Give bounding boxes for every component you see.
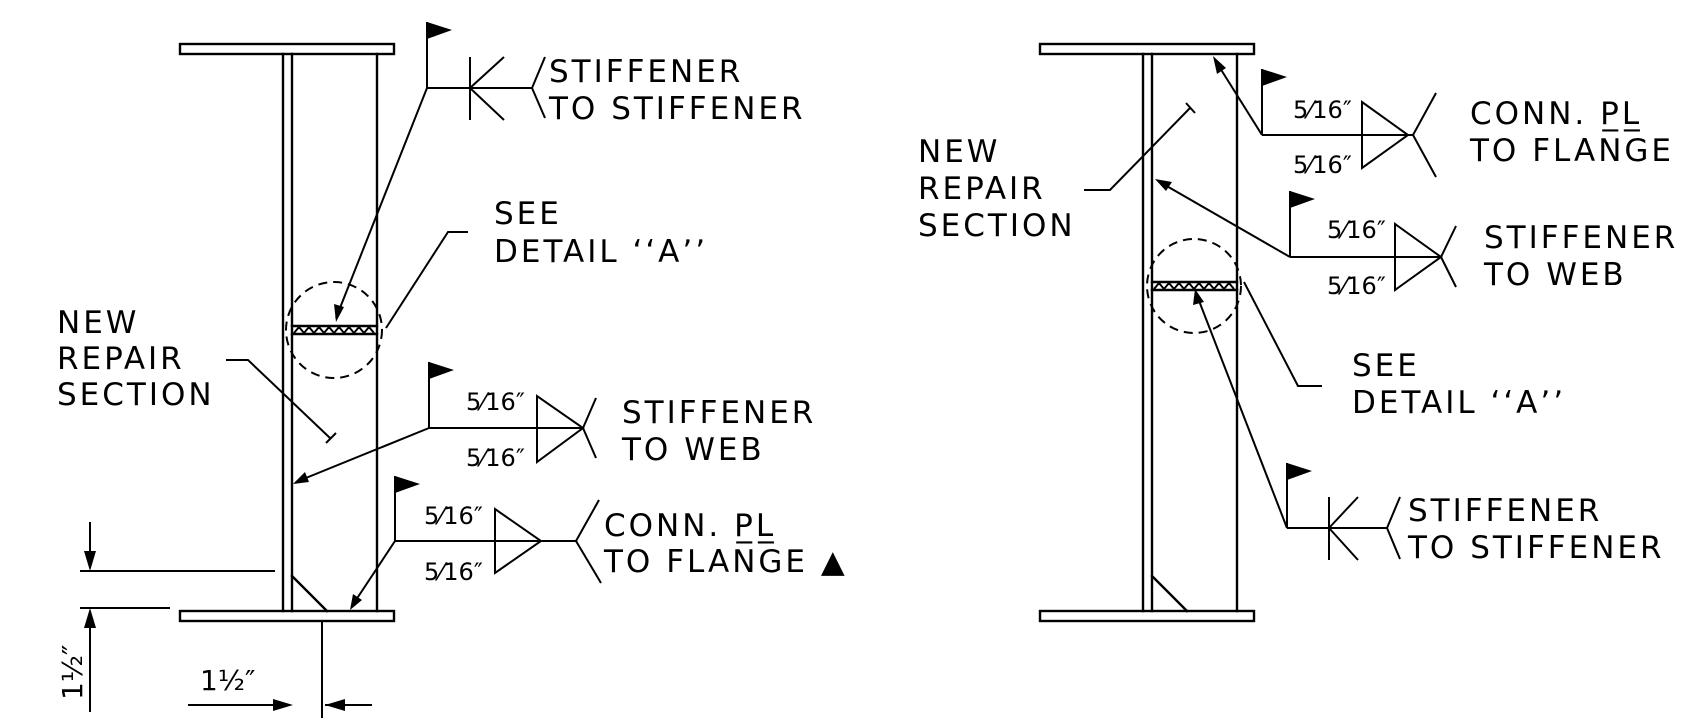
right-repair-weld-band <box>1150 280 1239 292</box>
left-stiffener-to-web-symbol <box>293 362 597 484</box>
left-stiffener-to-stiffener-symbol <box>334 22 546 322</box>
left-web-weld-size-top: 5⁄16″ <box>466 388 525 416</box>
left-see-detail-leader <box>385 231 468 329</box>
right-new-repair-line2: REPAIR <box>918 171 1046 207</box>
left-bottom-flange <box>178 609 396 623</box>
left-vertical-dimension-text: 1½″ <box>56 645 89 700</box>
right-conn-pl-line1: CONN. P̲L̲ <box>1470 96 1642 132</box>
left-conn-pl-line2: TO FLANGE ▲ <box>603 544 848 580</box>
left-corner-clip <box>290 574 329 613</box>
left-new-repair-leader <box>226 359 331 439</box>
right-stiffener-to-web-line2: TO WEB <box>1483 257 1627 293</box>
right-new-repair-line1: NEW <box>918 134 1000 170</box>
left-detail: STIFFENER TO STIFFENER SEE DETAIL ‘‘A’’ … <box>56 22 848 718</box>
right-new-repair-leader <box>1084 107 1191 191</box>
right-stiffener-to-web-line1: STIFFENER <box>1484 220 1678 256</box>
left-repair-weld-band <box>290 324 379 336</box>
right-top-flange <box>1038 42 1256 56</box>
left-conn-pl-to-flange-symbol <box>350 476 602 610</box>
left-new-repair-line3: SECTION <box>57 377 215 413</box>
left-web-weld-size-bottom: 5⁄16″ <box>466 444 525 472</box>
left-stiffener-to-stiffener-line1: STIFFENER <box>549 54 743 90</box>
left-top-flange <box>178 42 396 56</box>
left-new-repair-line2: REPAIR <box>57 341 185 377</box>
left-new-repair-line1: NEW <box>57 305 139 341</box>
right-see-detail-line1: SEE <box>1352 348 1420 384</box>
right-stiffener-to-stiffener-symbol <box>1193 289 1401 561</box>
right-new-repair-line3: SECTION <box>918 208 1076 244</box>
right-corner-clip <box>1150 574 1189 613</box>
left-flange-weld-size-top: 5⁄16″ <box>424 502 483 530</box>
right-conn-pl-line2: TO FLANGE <box>1469 133 1674 169</box>
right-see-detail-leader <box>1243 281 1322 387</box>
left-flange-weld-size-bottom: 5⁄16″ <box>424 558 483 586</box>
right-flange-weld-size-top: 5⁄16″ <box>1293 96 1352 124</box>
right-detail: NEW REPAIR SECTION 5⁄16″ 5⁄16″ CONN. P̲L… <box>918 42 1678 623</box>
right-stiffener-to-web-symbol <box>1155 179 1457 292</box>
right-web-weld-size-bottom: 5⁄16″ <box>1327 272 1386 300</box>
right-stiffener-to-stiffener-line2: TO STIFFENER <box>1407 530 1665 566</box>
left-conn-pl-line1: CONN. P̲L̲ <box>604 508 776 544</box>
right-see-detail-line2: DETAIL ‘‘A’’ <box>1352 385 1566 421</box>
right-bottom-flange <box>1038 609 1256 623</box>
left-vertical-dimension <box>80 522 275 712</box>
right-flange-weld-size-bottom: 5⁄16″ <box>1293 151 1352 179</box>
right-web-weld-size-top: 5⁄16″ <box>1327 216 1386 244</box>
left-see-detail-line2: DETAIL ‘‘A’’ <box>494 234 708 270</box>
left-detail-a-circle <box>285 281 383 379</box>
right-stiffener-to-stiffener-line1: STIFFENER <box>1408 493 1602 529</box>
right-conn-pl-to-flange-symbol <box>1213 56 1437 178</box>
left-stiffener-to-web-line1: STIFFENER <box>622 395 816 431</box>
left-see-detail-line1: SEE <box>494 196 562 232</box>
left-horizontal-dimension <box>188 621 372 718</box>
left-horizontal-dimension-text: 1½″ <box>200 664 255 697</box>
left-stiffener-to-web-line2: TO WEB <box>621 432 765 468</box>
right-detail-a-circle <box>1146 238 1242 334</box>
left-stiffener-to-stiffener-line2: TO STIFFENER <box>548 91 806 127</box>
